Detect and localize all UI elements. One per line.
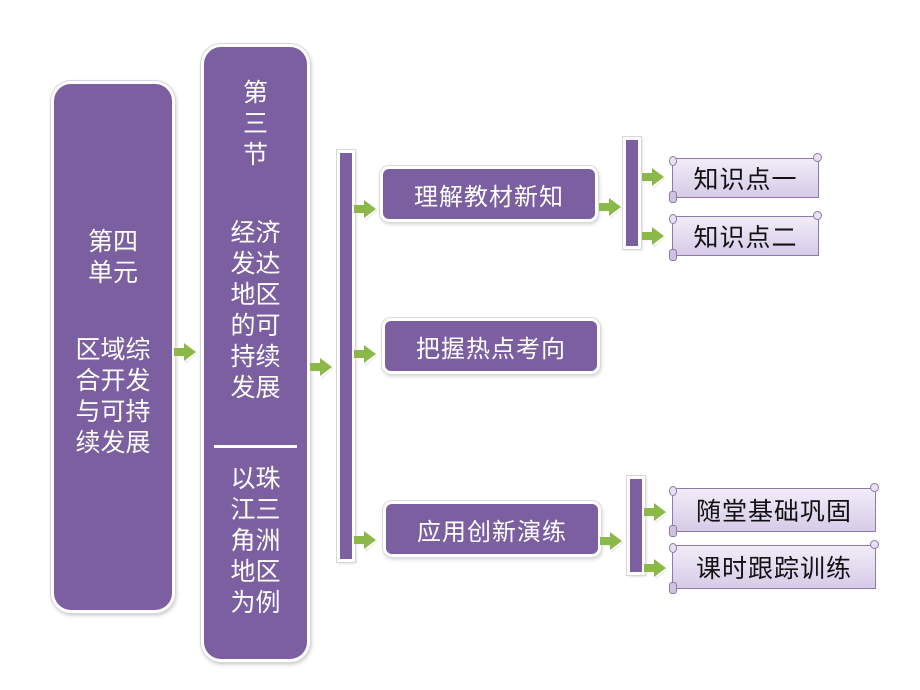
- knowledge-point-2[interactable]: 知识点二: [669, 211, 822, 261]
- right-arrow-icon: [598, 531, 624, 553]
- section-line: 发展: [230, 373, 281, 402]
- scroll-label: 课时跟踪训练: [695, 554, 852, 583]
- section-line: 发达: [230, 249, 281, 278]
- unit-line: 续发展: [75, 428, 151, 457]
- unit-line: 合开发: [75, 366, 151, 395]
- scroll-curl: [669, 214, 677, 224]
- scroll-curl: [813, 153, 822, 162]
- right-arrow-icon: [352, 530, 378, 552]
- in-class-consolidation[interactable]: 随堂基础巩固: [669, 483, 879, 537]
- scroll-curl: [669, 156, 677, 166]
- branch-apply-innovation-practice[interactable]: 应用创新演练: [383, 501, 601, 557]
- scroll-curl: [669, 486, 677, 496]
- branch-grasp-hot-topics[interactable]: 把握热点考向: [382, 318, 600, 374]
- unit-line: 单元: [87, 258, 138, 287]
- section-line: 经济: [230, 218, 281, 247]
- section-line: 三: [242, 109, 268, 138]
- scroll-curl: [870, 540, 879, 549]
- scroll-curl: [669, 543, 677, 553]
- branch-label: 理解教材新知: [414, 182, 564, 211]
- right-arrow-icon: [172, 342, 198, 364]
- right-arrow-icon: [642, 502, 668, 524]
- scroll-label: 随堂基础巩固: [695, 497, 852, 526]
- scroll-curl: [870, 483, 879, 492]
- right-arrow-icon: [308, 357, 334, 379]
- section-line: 地区: [230, 280, 281, 309]
- scroll-label: 知识点二: [693, 223, 798, 252]
- right-arrow-icon: [597, 197, 623, 219]
- branch-connector-bar: [337, 150, 355, 562]
- branch-label: 应用创新演练: [417, 517, 567, 546]
- section-line: 节: [242, 140, 268, 169]
- scroll-curl: [669, 525, 677, 537]
- section-line: 第: [242, 78, 268, 107]
- unit-subtitle: 区域综 合开发 与可持 续发展: [54, 334, 172, 458]
- section-line: 的可: [230, 311, 281, 340]
- unit-box: 第四 单元 区域综 合开发 与可持 续发展: [51, 81, 175, 613]
- scroll-curl: [669, 191, 677, 203]
- knowledge-point-1[interactable]: 知识点一: [669, 153, 822, 203]
- section-line: 江三: [230, 495, 281, 524]
- section-number: 第 三 节: [204, 77, 307, 170]
- scroll-curl: [669, 582, 677, 594]
- unit-line: 第四: [87, 227, 138, 256]
- right-arrow-icon: [640, 226, 666, 248]
- branch-understand-new-knowledge[interactable]: 理解教材新知: [380, 166, 598, 222]
- after-class-training[interactable]: 课时跟踪训练: [669, 540, 879, 594]
- unit-title: 第四 单元: [54, 226, 172, 288]
- unit-line: 区域综: [75, 335, 151, 364]
- right-arrow-icon: [352, 344, 378, 366]
- section-line: 持续: [230, 342, 281, 371]
- right-arrow-icon: [352, 199, 378, 221]
- section-box: 第 三 节 经济 发达 地区 的可 持续 发展 以珠 江三 角洲 地区 为例: [201, 44, 310, 662]
- section-divider: [214, 445, 297, 448]
- section-subtitle: 以珠 江三 角洲 地区 为例: [204, 463, 307, 618]
- section-line: 为例: [230, 588, 281, 617]
- section-title: 经济 发达 地区 的可 持续 发展: [204, 217, 307, 403]
- sub-connector-bar: [623, 137, 641, 249]
- section-line: 角洲: [230, 526, 281, 555]
- section-line: 以珠: [230, 464, 281, 493]
- branch-label: 把握热点考向: [416, 334, 566, 363]
- scroll-curl: [669, 249, 677, 261]
- right-arrow-icon: [642, 558, 668, 580]
- scroll-curl: [813, 211, 822, 220]
- unit-line: 与可持: [75, 397, 151, 426]
- right-arrow-icon: [640, 167, 666, 189]
- section-line: 地区: [230, 557, 281, 586]
- sub-connector-bar: [627, 476, 645, 575]
- scroll-label: 知识点一: [693, 165, 798, 194]
